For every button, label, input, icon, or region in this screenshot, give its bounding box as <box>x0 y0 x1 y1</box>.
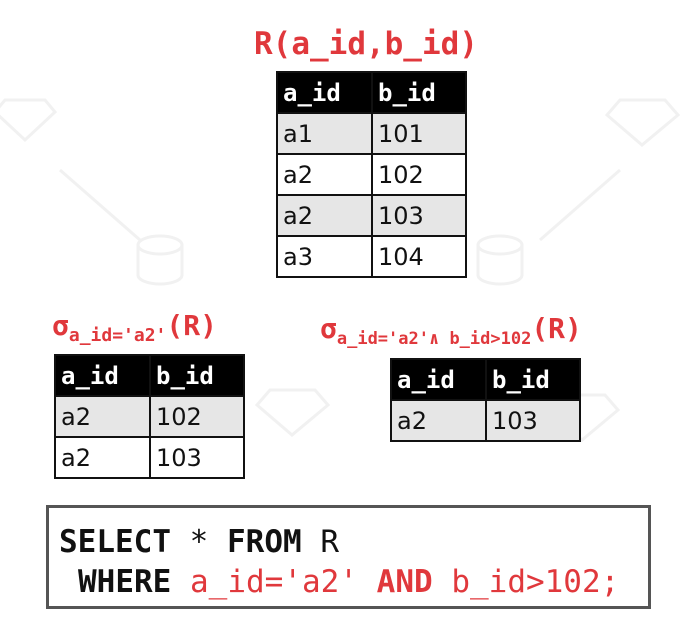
sql-keyword: SELECT <box>59 524 171 560</box>
selection-argument: (R) <box>166 309 217 342</box>
column-header: a_id <box>276 71 373 114</box>
watermark-gem-icon <box>254 388 331 437</box>
column-header: b_id <box>485 358 581 401</box>
selection-condition: a_id='a2' <box>68 325 167 346</box>
table-header-row: a_id b_id <box>390 358 581 401</box>
sql-line-1: SELECT * FROM R <box>59 522 648 562</box>
sql-line-2: WHERE a_id='a2' AND b_id>102; <box>59 562 648 602</box>
selection-argument: (R) <box>531 312 582 345</box>
table-cell: 102 <box>149 395 245 438</box>
sql-condition: b_id>102; <box>451 564 620 600</box>
selection-expression-right: σa_id='a2'∧ b_id>102(R) <box>320 312 582 349</box>
selection-expression-left: σa_id='a2'(R) <box>52 309 217 346</box>
watermark-database-icon <box>136 234 184 256</box>
watermark-gem-icon <box>0 98 58 143</box>
column-header: a_id <box>390 358 487 401</box>
column-header: a_id <box>54 354 151 397</box>
sql-star: * <box>189 524 209 560</box>
table-cell: 103 <box>485 399 581 442</box>
table-cell: 102 <box>371 153 467 196</box>
sql-query-box: SELECT * FROM R WHERE a_id='a2' AND b_id… <box>46 505 651 609</box>
sql-keyword: WHERE <box>78 564 172 600</box>
sql-table-name: R <box>320 524 339 560</box>
table-cell: 104 <box>371 235 467 278</box>
table-cell: 103 <box>149 436 245 479</box>
selection-condition: a_id='a2'∧ b_id>102 <box>336 329 532 349</box>
table-cell: 101 <box>371 112 467 155</box>
table-header-row: a_id b_id <box>276 71 467 114</box>
sql-condition: a_id='a2' <box>190 564 358 600</box>
column-header: b_id <box>371 71 467 114</box>
table-cell: a2 <box>54 395 151 438</box>
sigma-symbol: σ <box>52 309 69 342</box>
sql-keyword: FROM <box>227 524 302 560</box>
table-cell: 103 <box>371 194 467 237</box>
table-cell: a2 <box>54 436 151 479</box>
table-cell: a2 <box>276 194 373 237</box>
sql-keyword-and: AND <box>376 564 433 600</box>
relation-title: R(a_id,b_id) <box>254 26 478 62</box>
sigma-symbol: σ <box>320 312 337 345</box>
table-cell: a3 <box>276 235 373 278</box>
column-header: b_id <box>149 354 245 397</box>
watermark-database-icon <box>476 234 524 256</box>
table-header-row: a_id b_id <box>54 354 245 397</box>
table-cell: a2 <box>390 399 487 442</box>
watermark-gem-icon <box>604 98 681 147</box>
table-cell: a2 <box>276 153 373 196</box>
table-cell: a1 <box>276 112 373 155</box>
